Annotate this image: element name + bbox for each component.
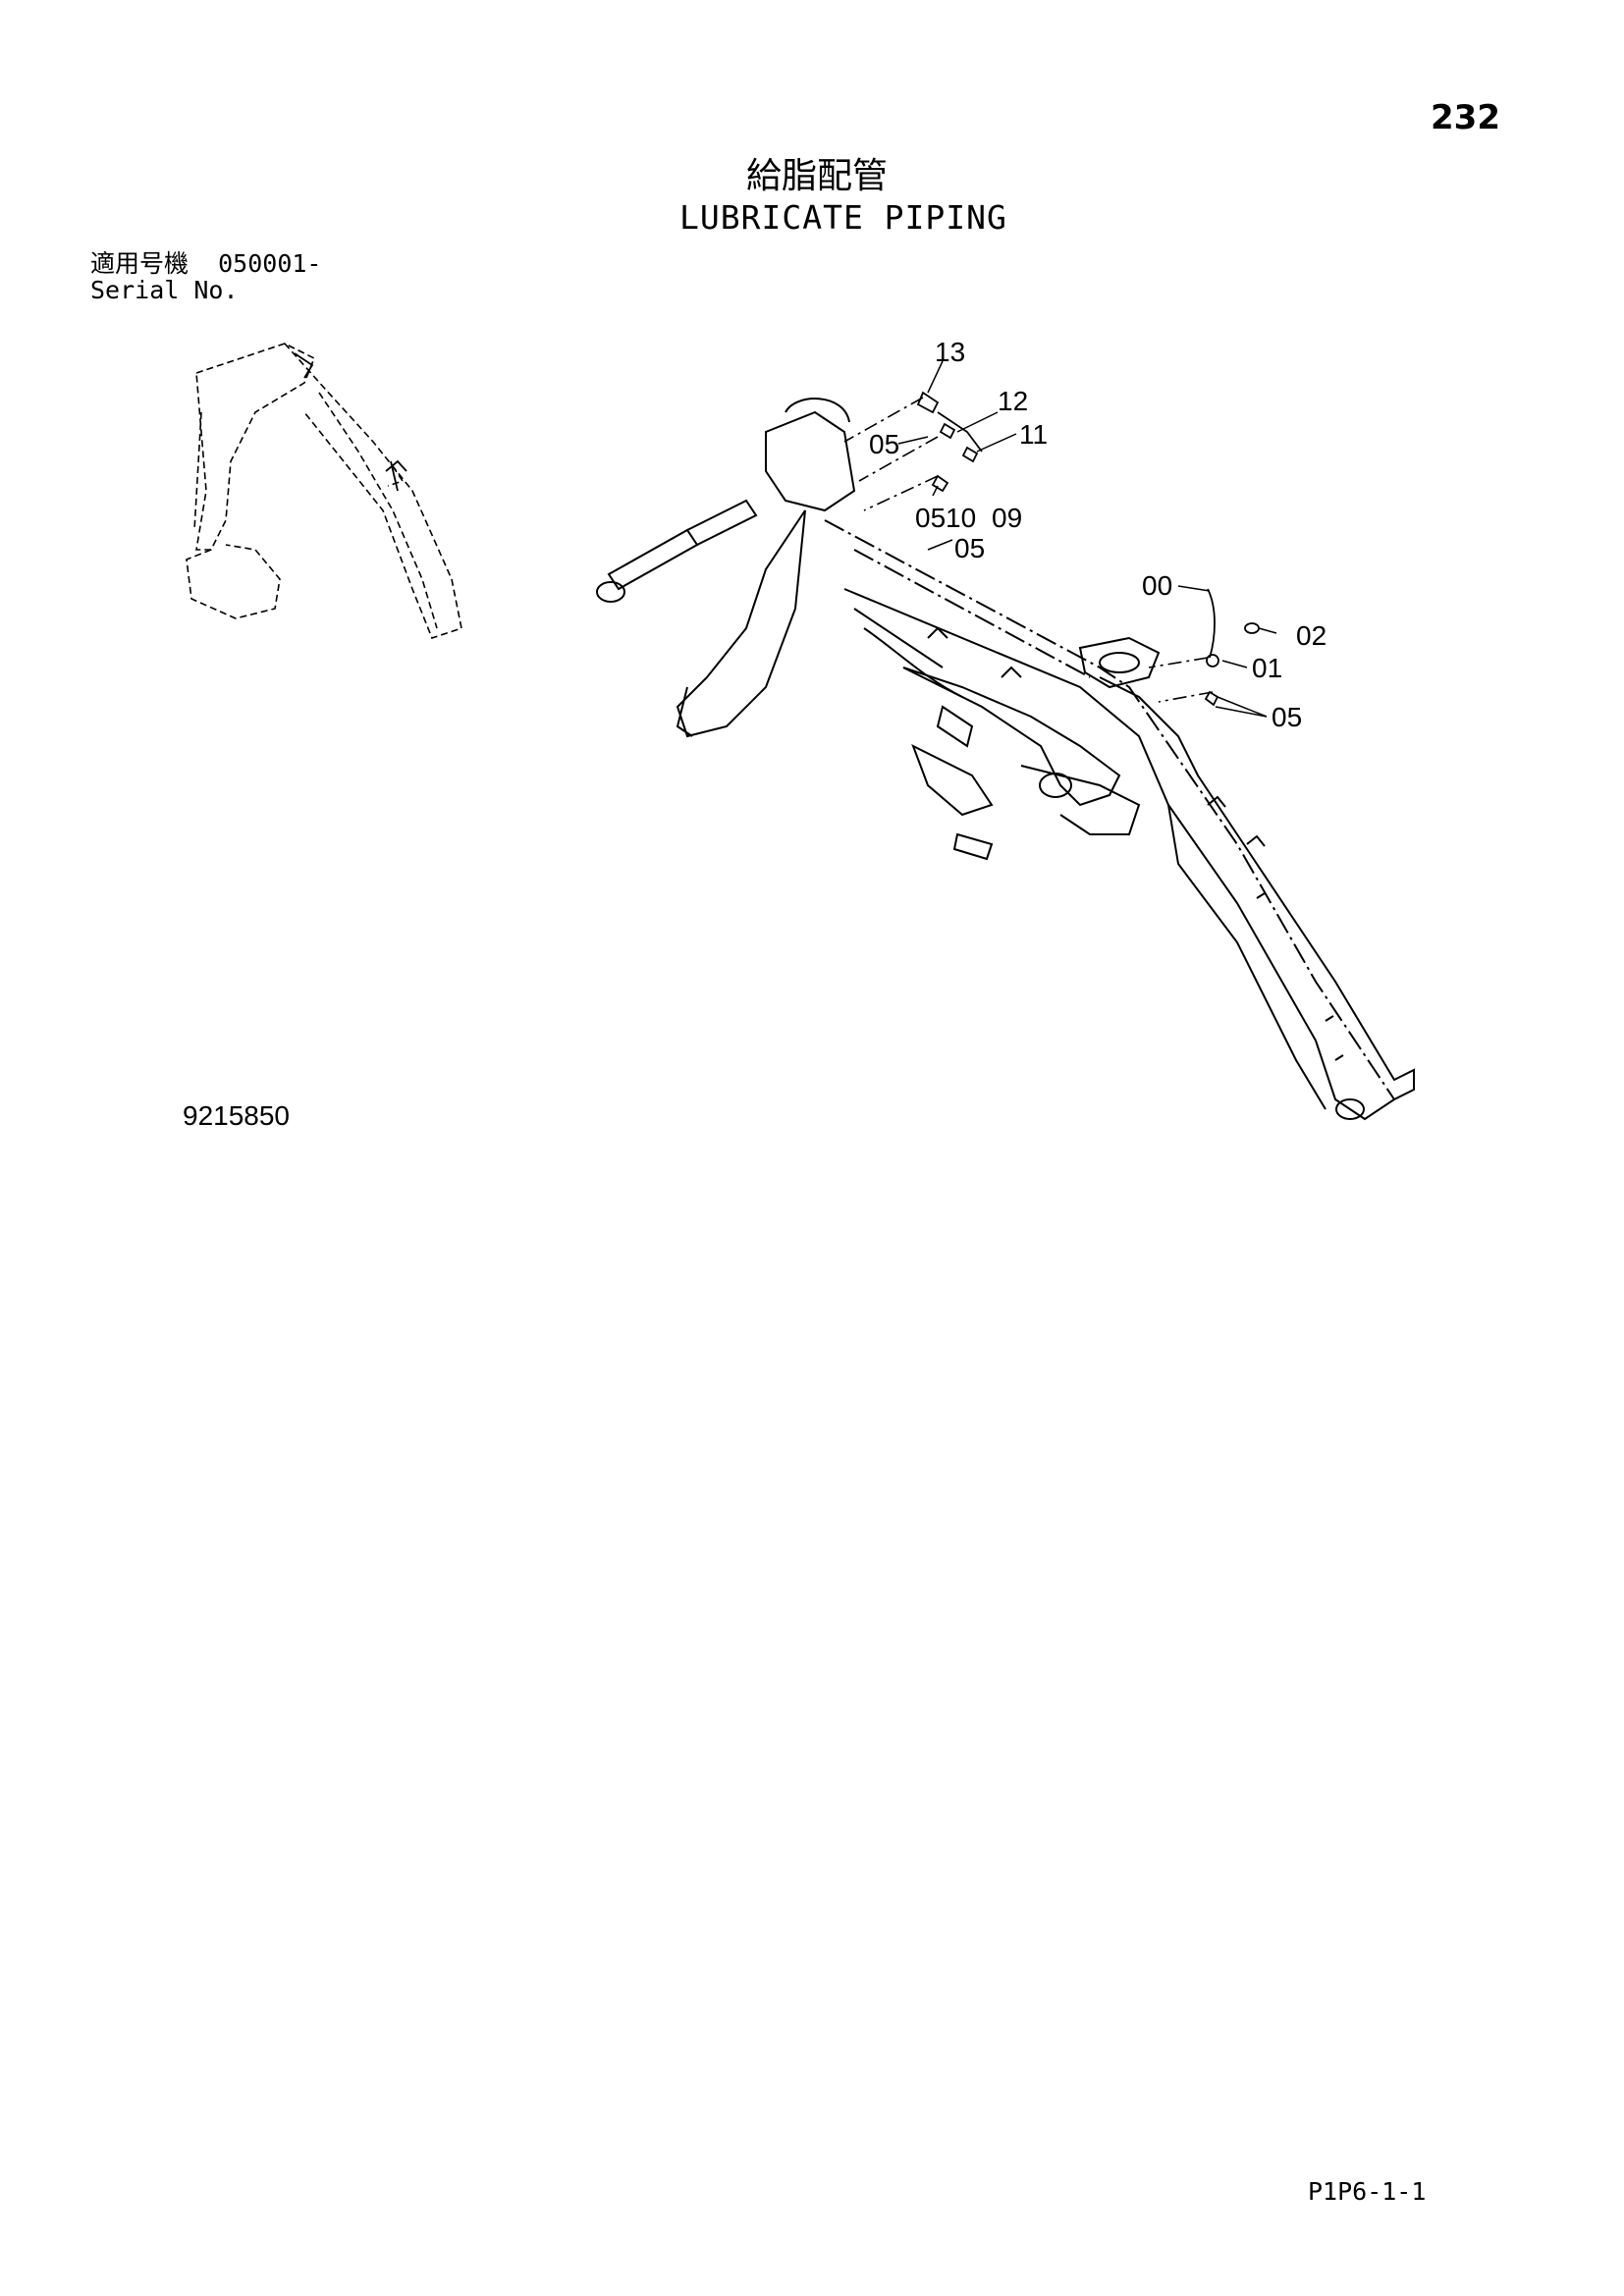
attachment-thumbnail <box>186 343 462 639</box>
callout-10: 10 <box>946 503 976 533</box>
callout-05-d: 05 <box>1272 702 1302 732</box>
serial-label-en: Serial No. <box>90 276 239 304</box>
callout-02: 02 <box>1296 620 1326 651</box>
callout-leaders <box>897 360 1277 718</box>
drawing-number: 9215850 <box>183 1100 291 1131</box>
title-english: LUBRICATE PIPING <box>679 198 1007 237</box>
callout-12: 12 <box>998 386 1028 416</box>
grease-fittings-lower <box>1204 588 1260 707</box>
lube-leaders <box>843 397 1214 703</box>
serial-line-jp: 適用号機 050001- <box>90 250 321 277</box>
title-japanese: 給脂配管 <box>746 156 889 196</box>
serial-block: 適用号機 050001- Serial No. <box>90 250 321 303</box>
callouts: 13 12 11 05 05 10 09 05 00 02 01 05 <box>869 337 1326 732</box>
arm-assembly <box>596 398 1415 1121</box>
callout-09: 09 <box>992 503 1022 533</box>
grease-fittings-upper <box>916 391 983 493</box>
callout-11: 11 <box>1019 419 1048 450</box>
serial-label-jp: 適用号機 <box>90 249 189 278</box>
callout-05-c: 05 <box>954 533 985 563</box>
page-code: P1P6-1-1 <box>1308 2177 1427 2206</box>
callout-01: 01 <box>1252 653 1282 683</box>
callout-00: 00 <box>1142 570 1172 601</box>
serial-value: 050001- <box>218 249 322 278</box>
callout-05-b: 05 <box>915 503 946 533</box>
thumbnail-highlight <box>294 352 407 492</box>
page-number: 232 <box>1431 98 1500 137</box>
callout-05-a: 05 <box>869 429 899 459</box>
callout-13: 13 <box>935 337 965 367</box>
